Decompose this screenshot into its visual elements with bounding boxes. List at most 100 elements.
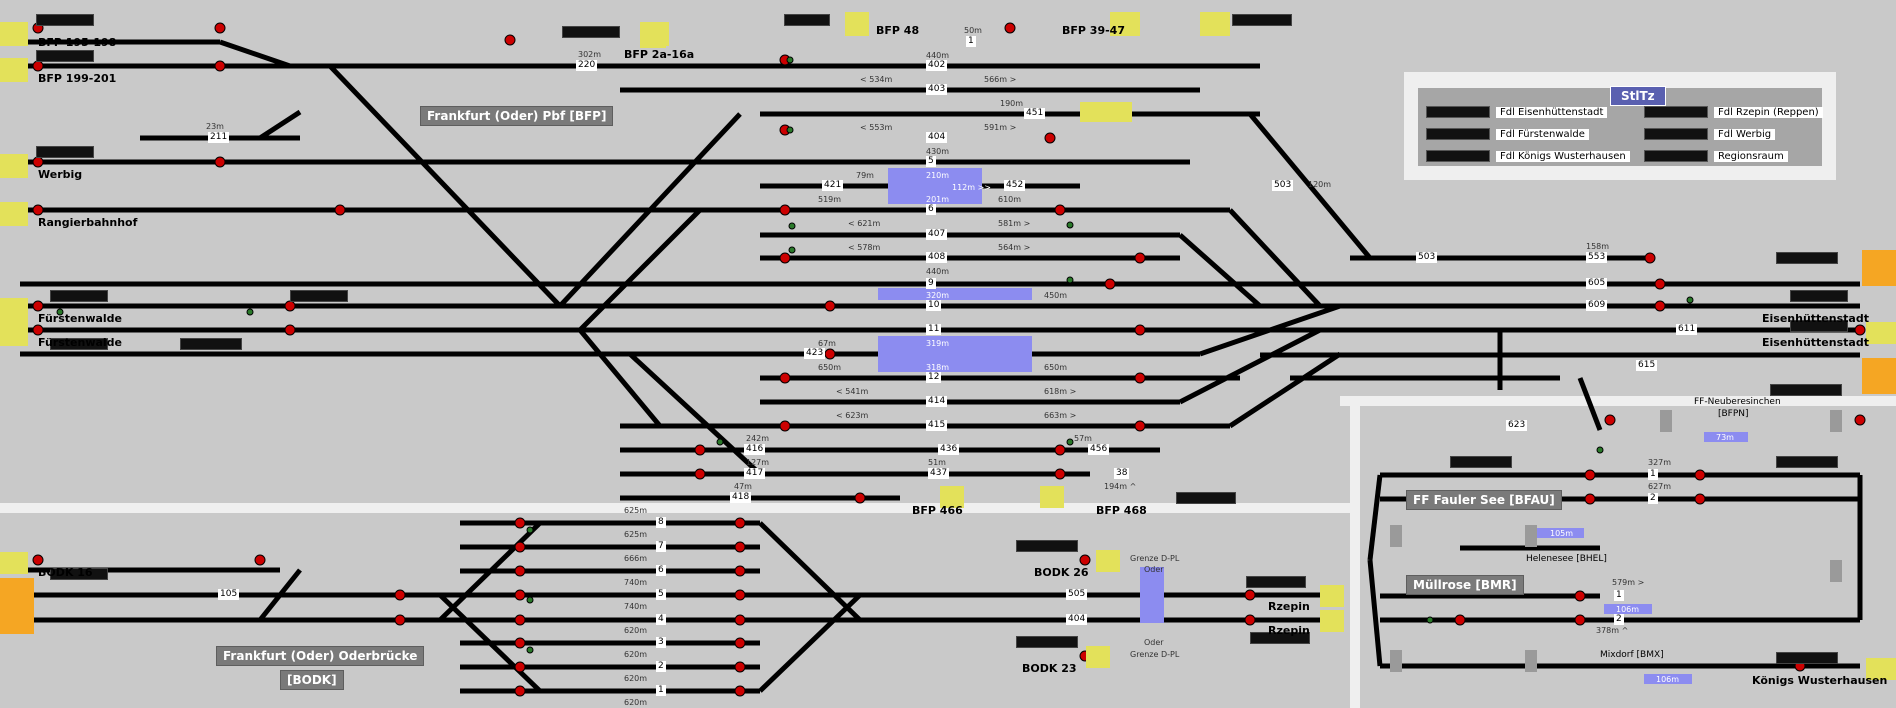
track-label[interactable]: 105 <box>218 589 240 600</box>
legend-signal <box>1644 106 1708 118</box>
signal-block[interactable] <box>36 14 94 26</box>
track-label[interactable]: 10 <box>926 300 942 311</box>
track-label[interactable]: 2 <box>1614 614 1624 625</box>
signal-block[interactable] <box>1232 14 1292 26</box>
track-label[interactable]: 418 <box>730 492 752 503</box>
track-label[interactable]: 402 <box>926 60 948 71</box>
track-label[interactable]: 404 <box>926 132 948 143</box>
track-label[interactable]: 8 <box>656 517 666 528</box>
endpoint-label: BFP 39-47 <box>1062 24 1125 37</box>
track-label[interactable]: 1 <box>1614 590 1624 601</box>
track-label[interactable]: 452 <box>1004 180 1026 191</box>
track-label[interactable]: 403 <box>926 84 948 95</box>
track-label[interactable]: 436 <box>938 444 960 455</box>
track-label[interactable]: 503 <box>1272 180 1294 191</box>
endpoint-marker <box>1096 550 1120 572</box>
track-label[interactable]: 437 <box>928 468 950 479</box>
track-label[interactable]: 6 <box>656 565 666 576</box>
endpoint-label: BFP 2a-16a <box>624 48 695 61</box>
endpoint-marker <box>0 298 28 322</box>
signal-block[interactable] <box>50 290 108 302</box>
track-label[interactable]: 414 <box>926 396 948 407</box>
distance-label: 302m <box>578 50 602 59</box>
signal-block[interactable] <box>1770 384 1842 396</box>
border-label: Oder <box>1144 638 1164 647</box>
track-label[interactable]: 2 <box>656 661 666 672</box>
track-label[interactable]: 5 <box>656 589 666 600</box>
signal-block[interactable] <box>1790 320 1848 332</box>
distance-label: 625m <box>624 530 648 539</box>
endpoint-marker <box>1110 12 1140 36</box>
track-label[interactable]: 553 <box>1586 252 1608 263</box>
legend-label: Fdl Rzepin (Reppen) <box>1714 106 1823 118</box>
track-label[interactable]: 6 <box>926 204 936 215</box>
distance-label: 740m <box>624 578 648 587</box>
legend-label: Fdl Eisenhüttenstadt <box>1496 106 1608 118</box>
distance-label: 50m <box>964 26 982 35</box>
track-label[interactable]: 417 <box>744 468 766 479</box>
signal-block[interactable] <box>50 338 108 350</box>
track-label[interactable]: 416 <box>744 444 766 455</box>
track-label[interactable]: 456 <box>1088 444 1110 455</box>
signal-block[interactable] <box>562 26 620 38</box>
distance-label: 620m <box>624 674 648 683</box>
signal-block[interactable] <box>290 290 348 302</box>
track-label[interactable]: 503 <box>1416 252 1438 263</box>
track-label[interactable]: 3 <box>656 637 666 648</box>
signal-block[interactable] <box>784 14 830 26</box>
track-label[interactable]: 5 <box>926 156 936 167</box>
track-label[interactable]: 1 <box>966 36 976 47</box>
signal-block[interactable] <box>1016 540 1078 552</box>
distance-label: 618m > <box>1044 387 1077 396</box>
track-label[interactable]: 451 <box>1024 108 1046 119</box>
signal-block[interactable] <box>1176 492 1236 504</box>
signal-block[interactable] <box>50 568 108 580</box>
distance-label: 79m <box>856 171 874 180</box>
track-label[interactable]: 2 <box>1648 493 1658 504</box>
signal-block[interactable] <box>1246 576 1306 588</box>
track-label[interactable]: 615 <box>1636 360 1658 371</box>
distance-label: 627m <box>1648 482 1672 491</box>
track-label[interactable]: 4 <box>656 614 666 625</box>
track-label[interactable]: 408 <box>926 252 948 263</box>
track-label[interactable]: 407 <box>926 229 948 240</box>
track-label[interactable]: 609 <box>1586 300 1608 311</box>
track-label[interactable]: 211 <box>208 132 230 143</box>
track-label[interactable]: 623 <box>1506 420 1528 431</box>
signal-block[interactable] <box>180 338 242 350</box>
track-label[interactable]: 423 <box>804 348 826 359</box>
track-label[interactable]: 38 <box>1114 468 1130 479</box>
track-label[interactable]: 12 <box>926 372 942 383</box>
signal-block[interactable] <box>36 50 94 62</box>
signal-block[interactable] <box>1776 456 1838 468</box>
signal-block[interactable] <box>1776 652 1838 664</box>
legend-title[interactable]: StlTz <box>1610 86 1666 106</box>
track-label[interactable]: 404 <box>1066 614 1088 625</box>
station-label: FF-Neuberesinchen <box>1694 397 1781 407</box>
track-label[interactable]: 611 <box>1676 324 1698 335</box>
endpoint-label: Rzepin <box>1268 624 1310 637</box>
signal-block[interactable] <box>1016 636 1078 648</box>
distance-label: < 578m <box>848 243 881 252</box>
track-label[interactable]: 1 <box>1648 469 1658 480</box>
endpoint-marker <box>0 58 28 82</box>
signal-block[interactable] <box>1790 290 1848 302</box>
signal-block[interactable] <box>1776 252 1838 264</box>
signal-block[interactable] <box>1450 456 1512 468</box>
track-label[interactable]: 1 <box>656 685 666 696</box>
track-label[interactable]: 605 <box>1586 278 1608 289</box>
track-label[interactable]: 9 <box>926 278 936 289</box>
legend-row: Fdl Fürstenwalde <box>1426 128 1589 140</box>
track-label[interactable]: 11 <box>926 324 942 335</box>
track-label[interactable]: 505 <box>1066 589 1088 600</box>
track-label[interactable]: 220 <box>576 60 598 71</box>
endpoint-label: Eisenhüttenstadt <box>1762 312 1869 325</box>
track-label[interactable]: 415 <box>926 420 948 431</box>
track-label[interactable]: 7 <box>656 541 666 552</box>
track-label[interactable]: 421 <box>822 180 844 191</box>
platforms <box>878 168 1748 684</box>
endpoint-label: BFP 195-198 <box>38 36 117 49</box>
signal-block[interactable] <box>1250 632 1310 644</box>
signal-block[interactable] <box>36 146 94 158</box>
distance-label: 620m <box>624 650 648 659</box>
